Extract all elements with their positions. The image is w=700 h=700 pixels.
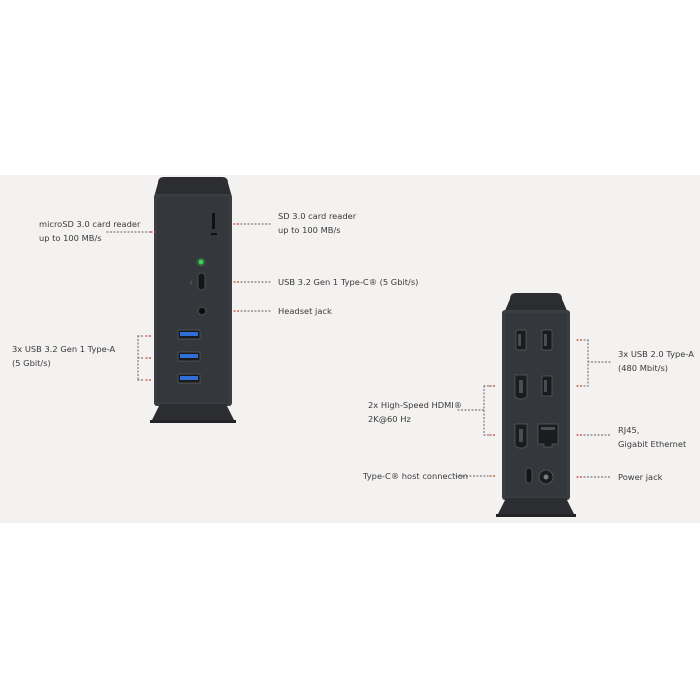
front-leader-lines (106, 223, 273, 381)
label-usb-a-ports: 3x USB 3.2 Gen 1 Type-A (5 Gbit/s) (12, 342, 115, 370)
label-power-jack: Power jack (618, 470, 662, 484)
type-c-host-port (525, 467, 533, 484)
status-led (198, 259, 204, 265)
usb-c-port (197, 272, 206, 291)
label-microsd-card-reader: microSD 3.0 card reader up to 100 MB/s (39, 217, 140, 245)
usb-a-port-2 (177, 351, 201, 362)
usb-a-port-3 (177, 373, 201, 384)
label-usb2-line1: 3x USB 2.0 Type-A (618, 349, 694, 359)
label-usba-line1: 3x USB 3.2 Gen 1 Type-A (12, 344, 116, 354)
label-usb-c-port: USB 3.2 Gen 1 Type-C® (5 Gbit/s) (278, 275, 418, 289)
sd-slot (211, 233, 217, 235)
label-usb2-ports: 3x USB 2.0 Type-A (480 Mbit/s) (618, 347, 694, 375)
label-rj45-port: RJ45, Gigabit Ethernet (618, 423, 686, 451)
back-leader-lines (455, 339, 613, 478)
back-dock-device (496, 293, 576, 517)
label-headset-line1: Headset jack (278, 306, 332, 316)
usb2-port-2 (541, 329, 553, 351)
label-hdmi-line1: 2x High-Speed HDMI® (368, 400, 463, 410)
label-sd-line1: SD 3.0 card reader (278, 211, 357, 221)
label-rj45-line1: RJ45, (618, 425, 640, 435)
label-usba-line2: (5 Gbit/s) (12, 358, 51, 368)
label-hdmi-ports: 2x High-Speed HDMI® 2K@60 Hz (368, 398, 462, 426)
label-headset-jack: Headset jack (278, 304, 332, 318)
rj45-port (537, 423, 559, 448)
label-power-line1: Power jack (618, 472, 663, 482)
svg-text:5G: 5G (189, 280, 193, 285)
front-dock-device: 5G (150, 177, 236, 423)
label-rj45-line2: Gigabit Ethernet (618, 439, 687, 449)
label-type-c-host: Type-C® host connection (363, 469, 468, 483)
label-sd-line2: up to 100 MB/s (278, 225, 341, 235)
usb2-port-3 (541, 375, 553, 397)
label-usbc-line1: USB 3.2 Gen 1 Type-C® (5 Gbit/s) (278, 277, 419, 287)
usb-a-port-1 (177, 329, 201, 340)
label-usb2-line2: (480 Mbit/s) (618, 363, 669, 373)
label-hdmi-line2: 2K@60 Hz (368, 414, 411, 424)
hdmi-port-1 (514, 374, 528, 400)
diagram-background (0, 175, 700, 523)
microsd-slot (212, 213, 215, 229)
label-sd-card-reader: SD 3.0 card reader up to 100 MB/s (278, 209, 356, 237)
usb2-port-1 (515, 329, 527, 351)
hdmi-port-2 (514, 423, 528, 449)
label-microsd-line2: up to 100 MB/s (39, 233, 102, 243)
label-microsd-line1: microSD 3.0 card reader (39, 219, 141, 229)
power-jack (538, 469, 554, 485)
label-typec-host-line1: Type-C® host connection (363, 471, 469, 481)
